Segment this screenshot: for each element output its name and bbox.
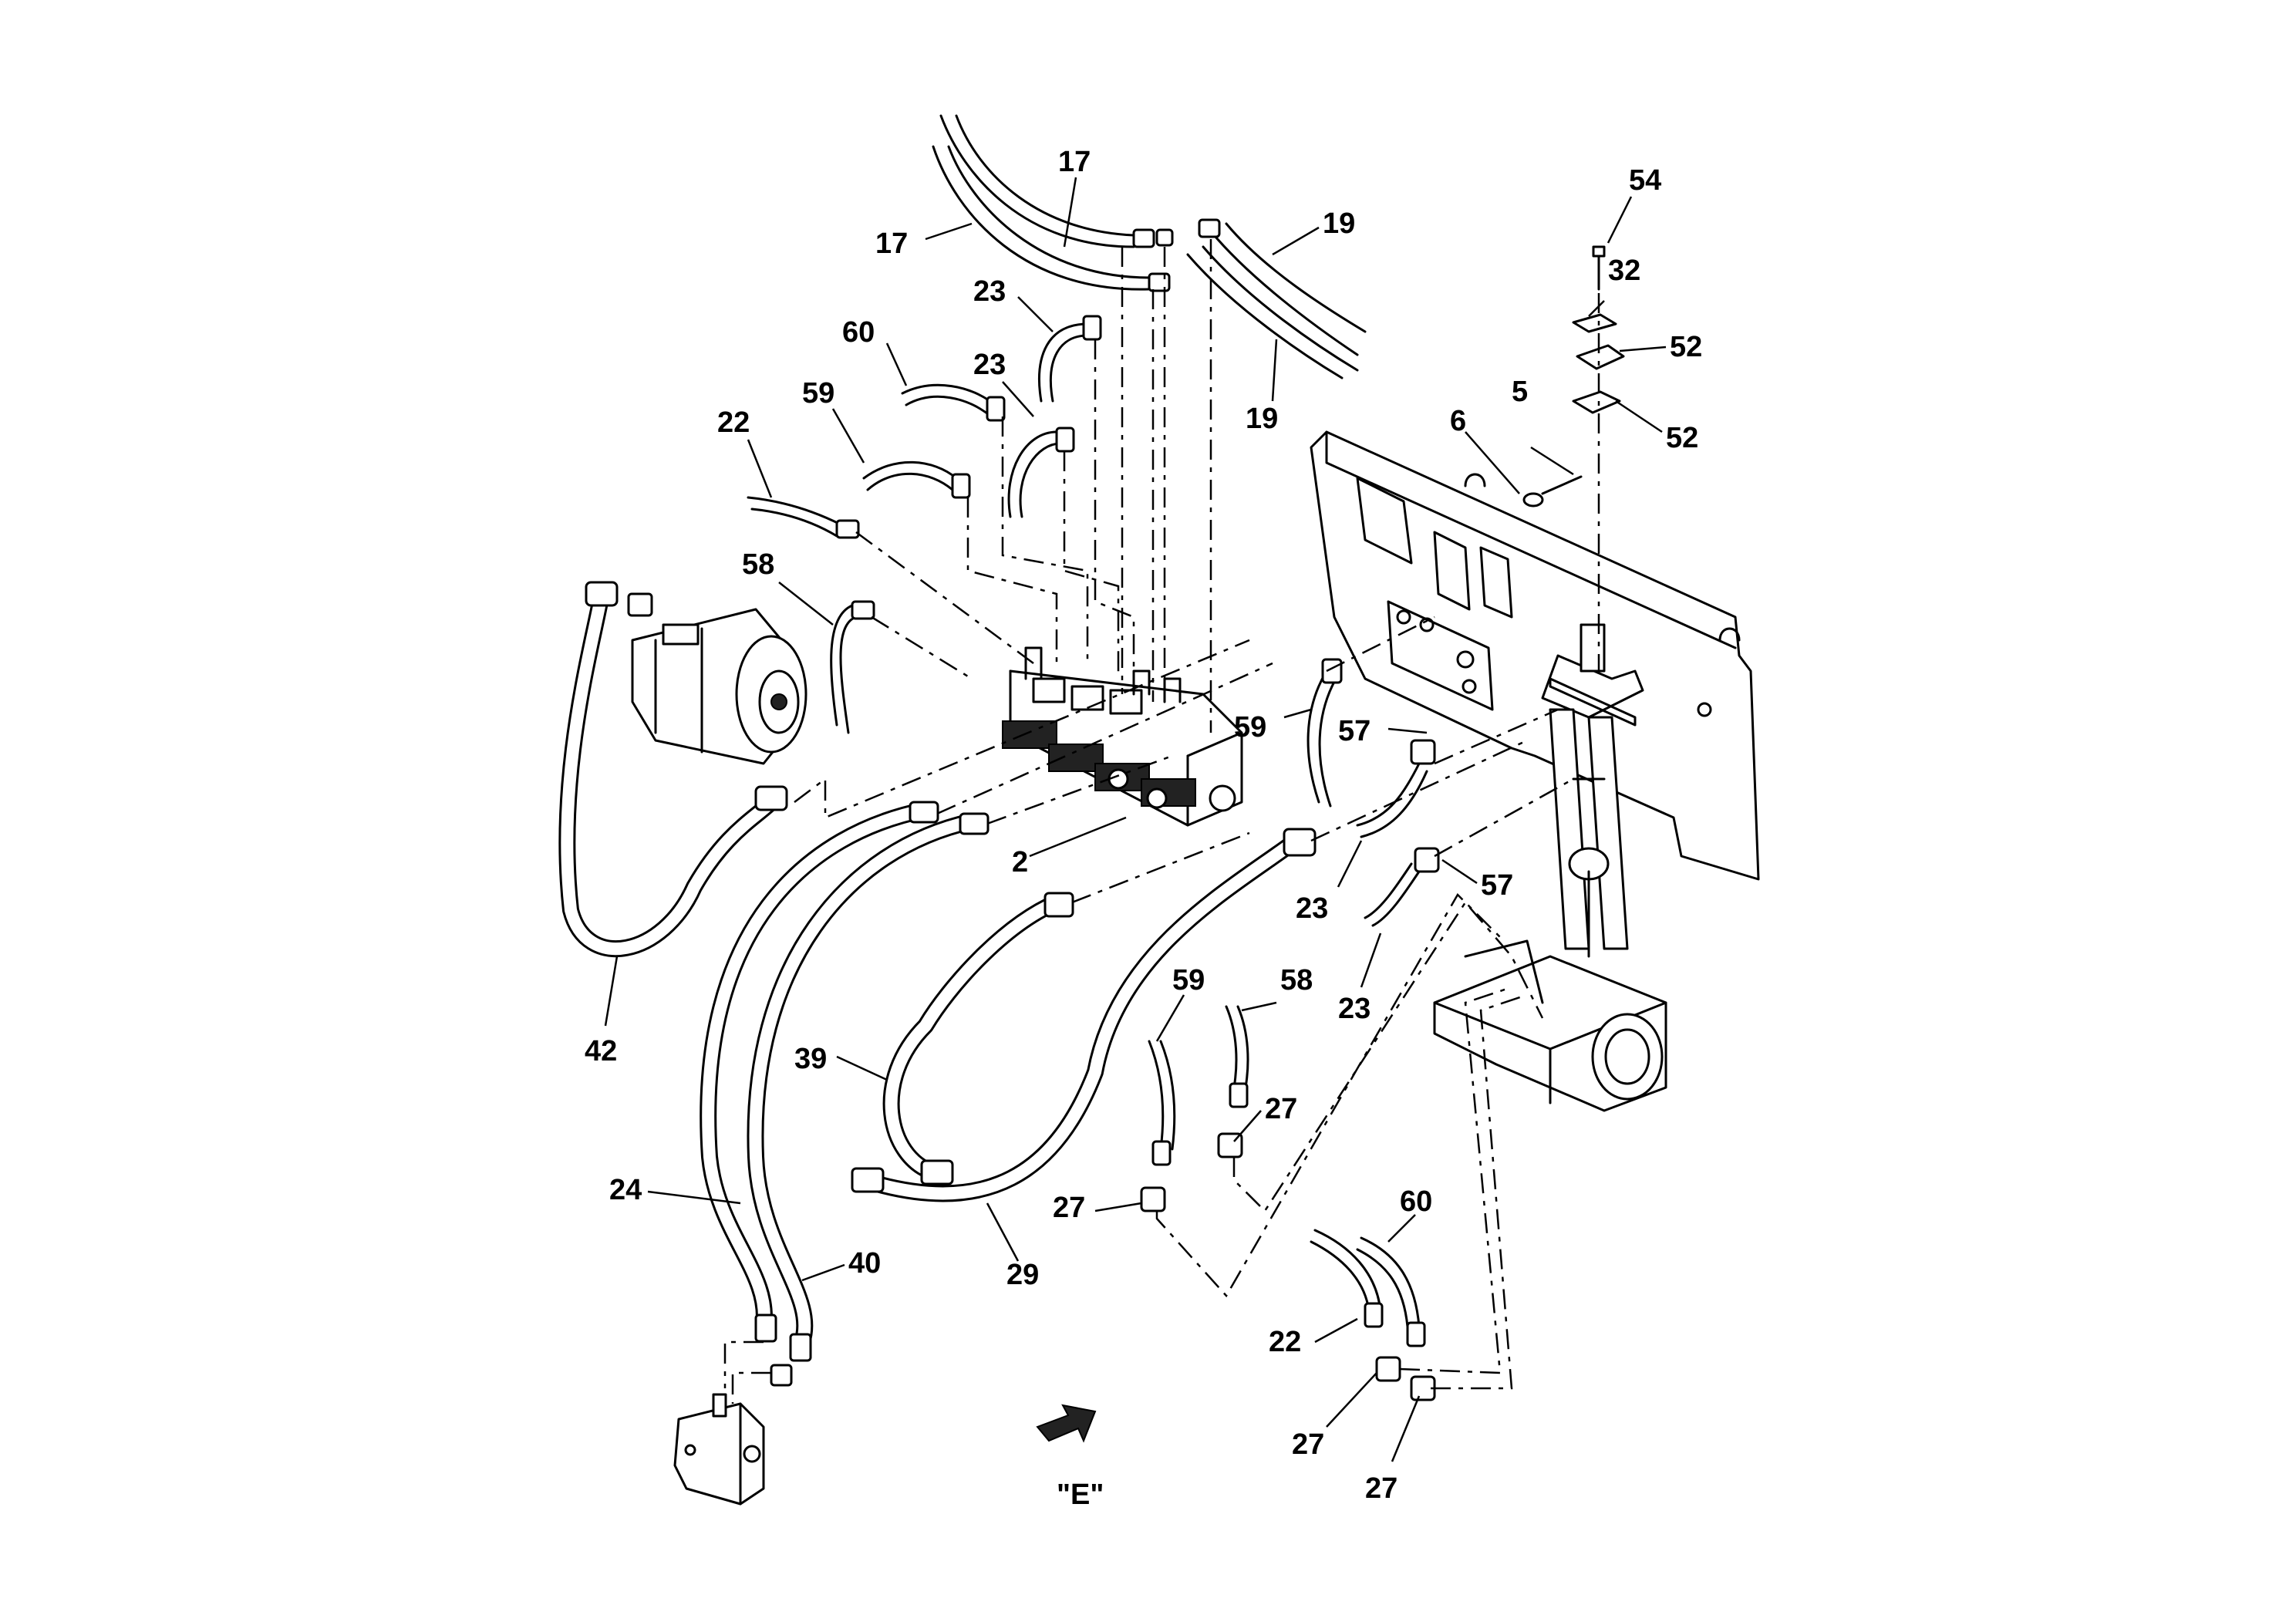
callout-17: 17: [1058, 146, 1091, 178]
callout-23: 23: [973, 349, 1006, 381]
callout-27: 27: [1365, 1472, 1397, 1505]
bracket-hardware: [1522, 245, 1625, 679]
callout-2: 2: [1012, 846, 1028, 878]
callout-5: 5: [1512, 376, 1528, 408]
callout-59: 59: [1234, 711, 1266, 744]
callout-60: 60: [1400, 1185, 1432, 1218]
callout-23: 23: [1338, 993, 1371, 1025]
callout-59: 59: [1172, 964, 1205, 996]
callout-23: 23: [1296, 892, 1328, 925]
callout-19: 19: [1323, 207, 1355, 240]
callout-39: 39: [794, 1043, 827, 1075]
bearing-block: [1433, 939, 1667, 1112]
leader-lines: [604, 177, 1667, 1462]
callout-32: 32: [1608, 255, 1640, 287]
callout-27: 27: [1265, 1093, 1297, 1125]
callout-58: 58: [742, 548, 774, 581]
callout-58: 58: [1280, 964, 1313, 996]
callout-42: 42: [585, 1035, 617, 1067]
lift-cylinder: [1549, 623, 1637, 958]
callout-40: 40: [848, 1247, 881, 1280]
callout-19: 19: [1246, 403, 1278, 435]
callout-27: 27: [1292, 1428, 1324, 1461]
callout-23: 23: [973, 275, 1006, 308]
callout-24: 24: [609, 1174, 642, 1206]
auxiliary-pump: [673, 1393, 765, 1506]
control-valve-block: [1002, 646, 1243, 827]
hoses: [558, 114, 1428, 1351]
callout-6: 6: [1450, 405, 1466, 437]
callout-57: 57: [1338, 715, 1371, 747]
callout-22: 22: [1269, 1326, 1301, 1358]
callout-17: 17: [875, 228, 908, 260]
callout-labels: 17 17 19 19 23 23 60 59 22 58 54 32 52 5…: [585, 146, 1702, 1511]
frame-plate: [1310, 430, 1760, 881]
callout-54: 54: [1629, 164, 1661, 197]
callout-60: 60: [842, 316, 875, 349]
view-arrow: [1036, 1404, 1097, 1443]
callout-52: 52: [1670, 331, 1702, 363]
hydraulic-pump-motor: [631, 608, 807, 765]
connection-lines: [723, 239, 1574, 1404]
callout-22: 22: [717, 406, 750, 439]
callout-57: 57: [1481, 869, 1513, 902]
callout-27: 27: [1053, 1192, 1085, 1224]
view-label: "E": [1057, 1479, 1104, 1511]
callout-52: 52: [1666, 422, 1698, 454]
callout-59: 59: [802, 377, 834, 410]
fittings: [585, 218, 1440, 1401]
callout-29: 29: [1006, 1259, 1039, 1291]
